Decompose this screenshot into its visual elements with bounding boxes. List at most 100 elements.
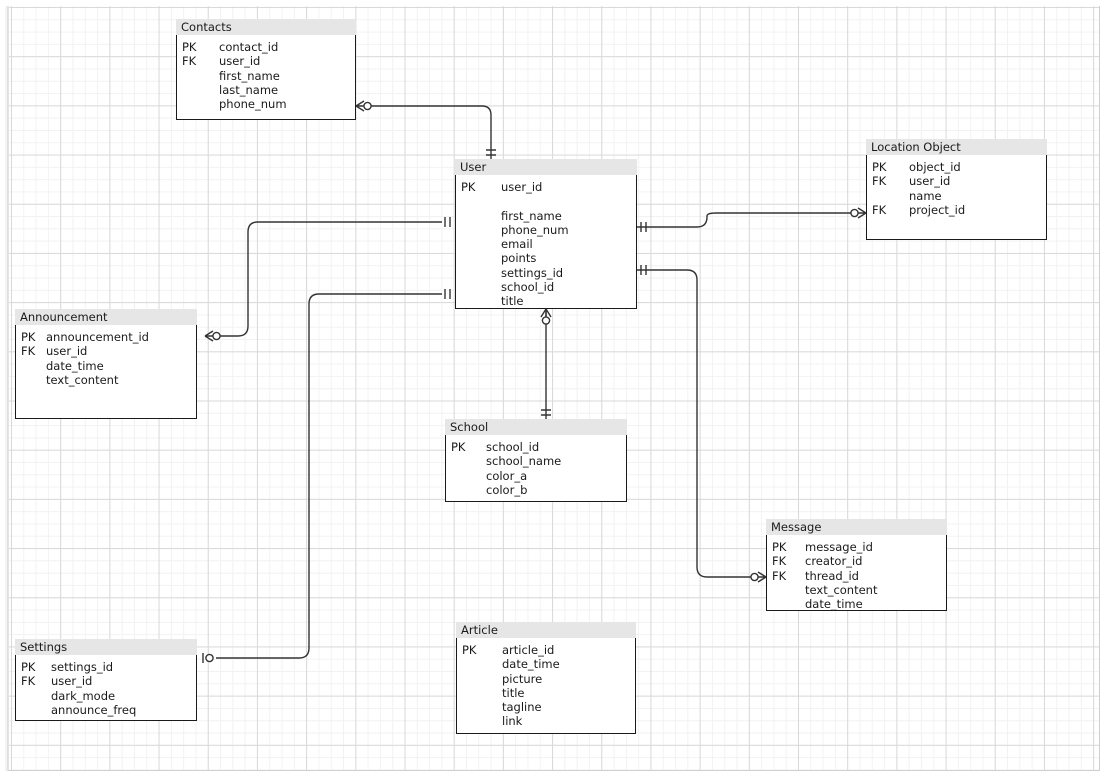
connector-user-location (637, 212, 855, 228)
field-key: FK (772, 568, 787, 583)
field-row: PK school_id (446, 440, 626, 454)
field-row: date_time (457, 657, 635, 671)
cardinality-exactly-one-user-location (640, 222, 647, 232)
field-name: text_content (805, 582, 878, 597)
field-name: user_id (501, 180, 543, 194)
field-row: date_time (767, 597, 946, 611)
cardinality-exactly-one-school (541, 409, 551, 416)
entity-title-article: Article (456, 622, 636, 638)
field-row: first_name (177, 69, 355, 83)
field-name: school_id (501, 280, 555, 295)
field-name: school_name (486, 454, 562, 469)
field-row: last_name (177, 83, 355, 97)
field-name: email (501, 237, 533, 252)
connector-announcement-user (216, 221, 442, 337)
field-name: dark_mode (51, 688, 116, 703)
field-row: text_content (16, 373, 196, 387)
cardinality-exactly-one-user-announcement (444, 217, 451, 227)
field-row: color_a (446, 469, 626, 483)
field-row: settings_id (456, 266, 636, 280)
field-row: school_name (446, 454, 626, 468)
field-key: PK (451, 440, 466, 454)
entity-title-school: School (445, 419, 627, 435)
entity-title-announcement: Announcement (15, 309, 197, 325)
field-name: user_id (51, 674, 93, 689)
entity-title-location_object: Location Object (866, 139, 1047, 155)
field-key: FK (872, 202, 887, 217)
field-key: PK (872, 160, 887, 174)
field-name: points (501, 251, 537, 266)
cardinality-zero-or-many-announcement (204, 330, 221, 342)
entity-title-message: Message (766, 519, 947, 535)
entity-title-contacts: Contacts (176, 19, 356, 35)
field-row: first_name (456, 209, 636, 223)
field-key: FK (772, 554, 787, 569)
field-row: PK settings_id (16, 660, 196, 674)
field-row: link (457, 714, 635, 728)
field-key: FK (872, 174, 887, 189)
field-name: link (502, 714, 523, 729)
field-row: email (456, 237, 636, 251)
field-row: FK user_id (867, 174, 1046, 188)
field-row: color_b (446, 483, 626, 497)
field-name: title (501, 294, 524, 309)
field-name: contact_id (219, 40, 279, 54)
field-row: text_content (767, 583, 946, 597)
field-row: date_time (16, 359, 196, 373)
field-name: color_b (486, 482, 528, 497)
field-row: phone_num (456, 223, 636, 237)
cardinality-zero-or-many-user-school (540, 308, 552, 325)
field-name: school_id (486, 440, 540, 454)
field-name: date_time (805, 597, 863, 612)
entity-title-user: User (455, 159, 637, 175)
field-name: message_id (805, 540, 873, 554)
field-row: PK object_id (867, 160, 1046, 174)
field-row: title (457, 686, 635, 700)
entity-title-settings: Settings (15, 639, 197, 655)
field-name: text_content (46, 372, 119, 387)
cardinality-zero-or-many-message (750, 571, 767, 583)
field-name: tagline (502, 700, 542, 715)
cardinality-exactly-one-user-message (640, 265, 647, 275)
field-name: settings_id (51, 660, 114, 674)
field-name: thread_id (805, 568, 859, 583)
connector-settings-user (216, 293, 442, 659)
field-name: first_name (501, 208, 562, 223)
cardinality-zero-or-many-contacts (355, 100, 372, 112)
field-key: FK (21, 344, 36, 359)
field-name: user_id (909, 174, 951, 189)
cardinality-zero-or-one-settings (202, 653, 214, 663)
field-row: announce_freq (16, 703, 196, 717)
field-name: object_id (909, 160, 961, 174)
field-row: tagline (457, 700, 635, 714)
field-row: title (456, 294, 636, 308)
connector-user-message (637, 269, 754, 578)
field-key: PK (182, 40, 197, 54)
field-key: PK (21, 660, 36, 674)
field-name: date_time (46, 358, 104, 373)
field-name: picture (502, 671, 543, 686)
field-name: project_id (909, 202, 966, 217)
field-name: phone_num (501, 222, 569, 237)
field-name: announcement_id (46, 330, 149, 344)
field-name: last_name (219, 82, 279, 97)
